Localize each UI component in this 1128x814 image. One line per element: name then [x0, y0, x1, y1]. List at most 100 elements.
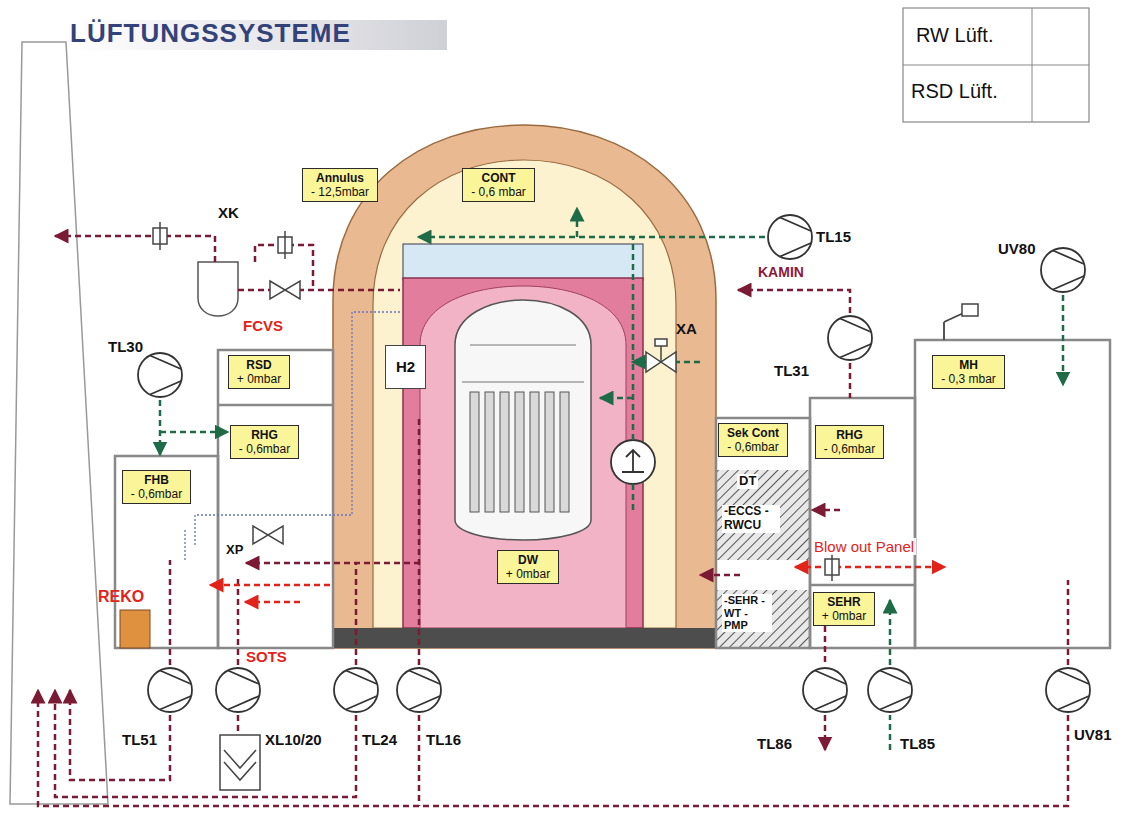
component-label: REKO — [98, 588, 144, 606]
exhaust-lines-path — [55, 690, 356, 797]
valves-rect — [655, 339, 667, 346]
supply-lines-path — [576, 208, 579, 237]
pump-circle — [611, 440, 655, 484]
pressure-value: - 0,6 mbar — [469, 185, 528, 199]
dampers — [153, 222, 839, 581]
fans — [138, 215, 1090, 712]
component-label: -SEHR -WT -PMP — [722, 594, 772, 632]
fans-use — [1046, 668, 1090, 712]
reactor-building-path — [455, 300, 591, 540]
left-buildings-line — [218, 404, 333, 407]
pressure-box: CONT- 0,6 mbar — [462, 168, 535, 202]
component-label: TL24 — [362, 731, 397, 748]
exhaust-lines-path — [237, 575, 240, 665]
xk-vessel-path — [198, 262, 238, 316]
right-buildings-rect — [962, 304, 978, 316]
table-cell: RW Lüft. — [916, 24, 993, 47]
stack-path — [10, 42, 108, 804]
dampers-line — [284, 231, 286, 259]
box-heading: RHG — [237, 428, 292, 442]
component-label: TL30 — [108, 338, 143, 355]
component-label: KAMIN — [758, 264, 804, 280]
thin-lines-path — [184, 530, 185, 560]
reactor-building-g-rect — [545, 392, 554, 512]
exhaust-lines-path — [70, 690, 170, 780]
exhaust-lines-path — [237, 715, 240, 735]
supply-lines — [160, 208, 1063, 750]
right-buildings-g — [716, 340, 1110, 648]
supply-lines-path — [160, 431, 228, 434]
component-label: UV80 — [998, 240, 1036, 257]
supply-lines-path — [632, 484, 635, 510]
reactor-building-rect — [333, 628, 716, 648]
exhaust-lines-path — [169, 560, 172, 665]
pressure-box: Sek Cont- 0,6mbar — [718, 423, 788, 457]
reactor-building-path — [420, 286, 626, 628]
component-label: XK — [218, 204, 239, 221]
box-heading: H2 — [394, 360, 417, 374]
filter — [220, 735, 260, 790]
reactor-building-path — [333, 125, 716, 648]
stack — [10, 42, 108, 804]
box-heading: Annulus — [309, 171, 371, 185]
exhaust-lines-path — [55, 236, 215, 262]
reactor-building-g-rect — [470, 392, 479, 512]
thin-lines-path — [195, 312, 400, 545]
title-shade-rect — [62, 20, 447, 50]
reactor-building-g-rect — [530, 392, 539, 512]
box-heading: MH — [939, 358, 998, 372]
right-buildings-g-rect — [915, 340, 1110, 648]
exhaust-lines-path — [700, 574, 740, 577]
legend-table-rect — [903, 8, 1089, 122]
thin-lines — [185, 312, 400, 560]
pressure-value: - 12,5mbar — [309, 185, 371, 199]
box-heading: Sek Cont — [725, 426, 781, 440]
component-label: TL16 — [426, 731, 461, 748]
pressure-value: - 0,6mbar — [725, 440, 781, 454]
exhaust-lines-path — [418, 415, 421, 665]
pressure-value: + 0mbar — [820, 609, 868, 623]
fans-use — [138, 353, 182, 397]
pump — [611, 440, 655, 484]
fans-use — [768, 215, 812, 259]
right-buildings-rect — [716, 470, 810, 560]
pressure-box: RHG- 0,6mbar — [230, 425, 299, 459]
supply-lines-path — [600, 397, 633, 400]
component-label: -ECCS -RWCU — [722, 505, 780, 533]
exhaust-lines-path — [38, 690, 1068, 806]
fans-use — [216, 668, 260, 712]
box-heading: FHB — [129, 473, 184, 487]
component-label: TL51 — [122, 731, 157, 748]
fans-use — [803, 668, 847, 712]
supply-lines-path — [159, 400, 162, 455]
pump-path — [622, 450, 644, 472]
component-label: DT — [737, 474, 758, 489]
box-heading: RHG — [822, 428, 877, 442]
reactor-building-rect — [403, 244, 643, 280]
dampers-line — [159, 222, 161, 250]
exhaust-lines-path — [849, 363, 852, 398]
pressure-value: - 0,6mbar — [822, 442, 877, 456]
pressure-value: - 0,6mbar — [237, 442, 292, 456]
component-label: Blow out Panel — [812, 538, 916, 555]
left-buildings-rect — [115, 456, 218, 648]
component-label: FCVS — [243, 317, 283, 334]
reactor-building-g-rect — [500, 392, 509, 512]
reactor-building-g-rect — [485, 392, 494, 512]
reko-unit — [120, 610, 150, 648]
valves-line — [660, 345, 662, 362]
valves-path — [253, 526, 283, 544]
component-label: XP — [226, 543, 243, 558]
right-buildings-g-rect — [716, 418, 810, 648]
pressure-box: MH- 0,3 mbar — [932, 355, 1005, 389]
pressure-box: SEHR+ 0mbar — [813, 592, 875, 626]
right-buildings — [716, 304, 1110, 648]
supply-lines-path — [418, 236, 765, 239]
pressure-value: - 0,6mbar — [129, 487, 184, 501]
reactor-building-g — [470, 392, 569, 512]
legend-table — [903, 8, 1089, 122]
pressure-box: DW+ 0mbar — [497, 550, 559, 584]
dampers-line — [831, 553, 833, 581]
box-heading: CONT — [469, 171, 528, 185]
